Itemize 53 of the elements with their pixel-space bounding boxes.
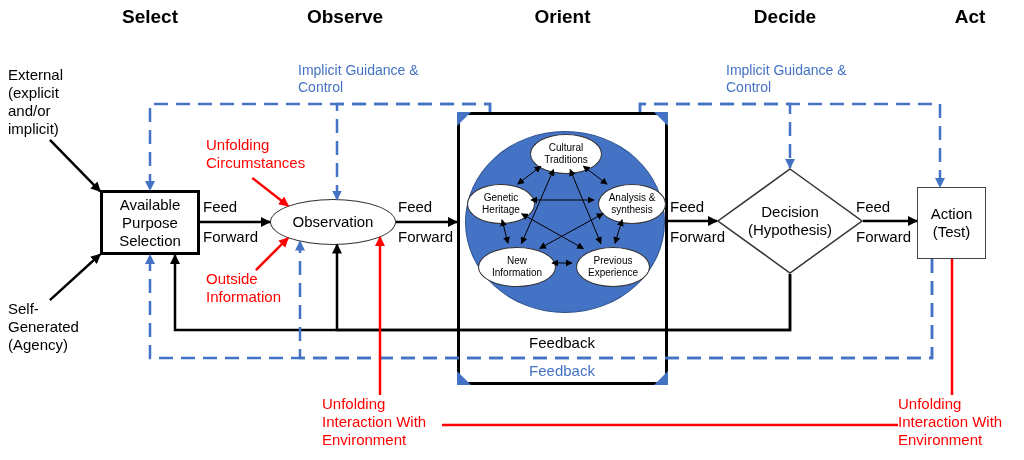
- concept-ellipse: New Information: [478, 247, 556, 287]
- orient-frame: [457, 112, 668, 385]
- arrow: [200, 217, 271, 227]
- arrow: [49, 253, 102, 302]
- double-arrow: [521, 213, 584, 250]
- connector-line: [950, 259, 954, 395]
- source-label: Self-Generated (Agency): [8, 300, 80, 354]
- edge-label: Implicit Guidance & Control: [726, 62, 848, 96]
- edge-label: Feedback: [528, 334, 596, 352]
- column-heading: Select: [121, 6, 179, 29]
- arrow: [863, 216, 918, 226]
- interaction-label: Unfolding Interaction With Environment: [898, 395, 1004, 449]
- double-arrow: [520, 168, 555, 245]
- edge-label: Feed Forward: [670, 197, 726, 247]
- column-heading: Orient: [533, 6, 592, 29]
- double-arrow: [613, 219, 624, 244]
- action-box: Action (Test): [917, 187, 986, 259]
- arrow: [396, 217, 458, 227]
- input-label: Outside Information: [206, 270, 283, 306]
- double-arrow: [569, 168, 602, 245]
- double-arrow: [530, 196, 595, 204]
- arrow: [638, 102, 945, 188]
- interaction-label: Unfolding Interaction With Environment: [322, 395, 428, 449]
- arrow: [332, 243, 792, 332]
- concept-ellipse: Cultural Traditions: [530, 134, 602, 174]
- concept-ellipse: Previous Experience: [576, 247, 650, 287]
- double-arrow: [582, 165, 608, 185]
- double-arrow: [539, 213, 604, 249]
- arrow: [251, 176, 289, 207]
- column-heading: Act: [953, 6, 987, 29]
- input-label: Unfolding Circumstances: [206, 136, 307, 172]
- arrow: [668, 216, 718, 226]
- edge-label: Feedback: [528, 362, 596, 380]
- arrow: [255, 237, 289, 271]
- purpose-box: Available Purpose Selection: [100, 190, 200, 255]
- observation-ellipse: Observation: [270, 199, 396, 245]
- connector-line: [442, 423, 898, 427]
- edge-label: Feed Forward: [203, 197, 259, 247]
- arrow: [375, 236, 385, 395]
- concept-ellipse: Genetic Heritage: [467, 184, 535, 224]
- edge-label: Feed Forward: [398, 197, 454, 247]
- arrow: [295, 240, 934, 360]
- arrow: [49, 139, 102, 193]
- source-label: External (explicit and/or implicit): [8, 66, 65, 138]
- column-heading: Observe: [305, 6, 384, 29]
- column-heading: Decide: [752, 6, 818, 29]
- double-arrow: [517, 165, 542, 185]
- double-arrow: [500, 219, 510, 244]
- double-arrow: [551, 259, 573, 267]
- edge-label: Implicit Guidance & Control: [298, 62, 420, 96]
- concept-ellipse: Analysis & synthesis: [598, 184, 666, 224]
- arrow: [332, 102, 492, 201]
- edge-label: Feed Forward: [856, 197, 912, 247]
